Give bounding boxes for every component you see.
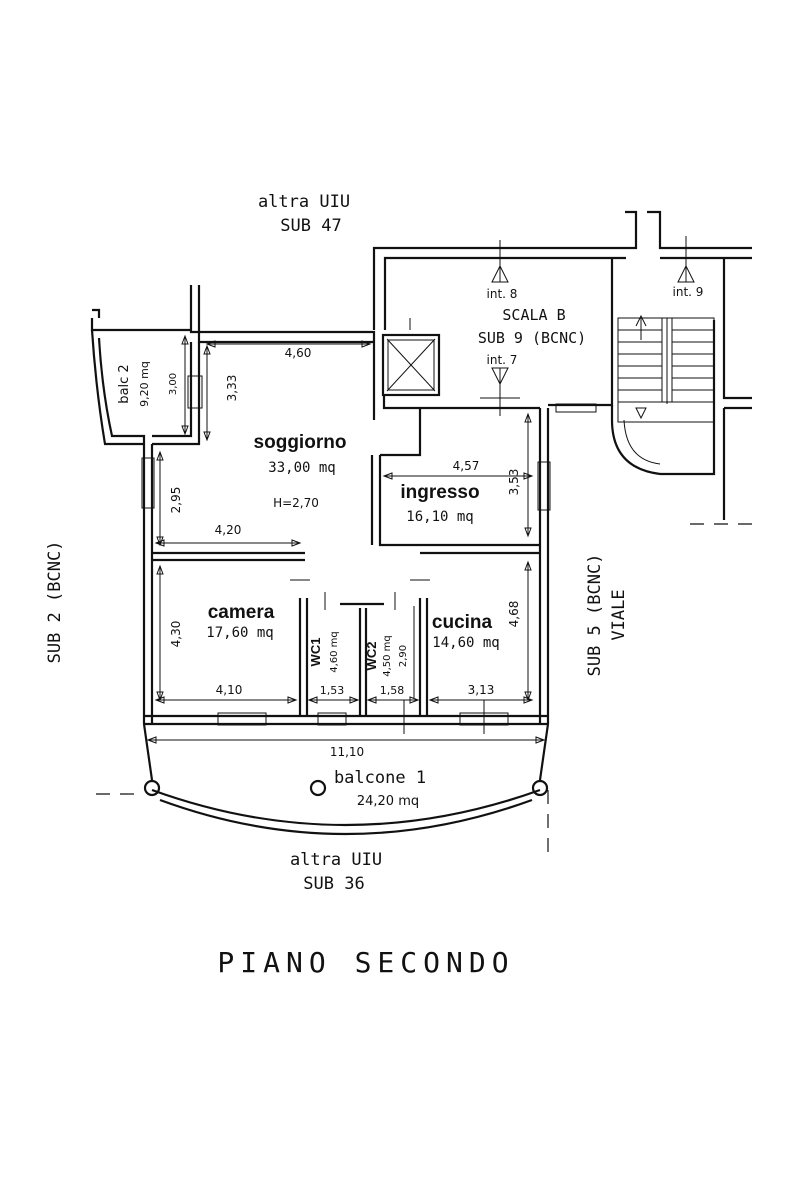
dim-wc2-depth: 2,90 <box>398 645 409 667</box>
neighbor-top-line1: altra UIU <box>258 192 350 212</box>
room-wc1-name: WC1 <box>308 638 323 667</box>
dim-ingresso-depth: 3,53 <box>507 469 521 496</box>
room-balcone1-name: balcone 1 <box>334 768 426 788</box>
dim-camera-depth: 4,30 <box>169 621 183 648</box>
stair-int7: int. 7 <box>487 353 518 367</box>
plan-title: PIANO SECONDO <box>217 946 514 979</box>
dim-cucina-width: 3,13 <box>468 683 495 697</box>
room-ingresso-area: 16,10 mq <box>406 509 473 525</box>
stair-door-markers <box>409 236 695 416</box>
stair-sub: SUB 9 (BCNC) <box>478 329 586 347</box>
neighbor-bottom-line2: SUB 36 <box>303 874 364 894</box>
dim-soggiorno-depth: 3,33 <box>225 375 239 402</box>
dim-corridor-width: 4,20 <box>215 523 242 537</box>
room-wc1-area: 4,60 mq <box>329 631 340 673</box>
room-balc2-area: 9,20 mq <box>138 361 151 407</box>
dim-wc2-width: 1,58 <box>380 684 405 697</box>
dim-wc1-width: 1,53 <box>320 684 345 697</box>
room-camera-area: 17,60 mq <box>206 625 273 641</box>
dim-balc2-depth: 3,00 <box>168 373 179 395</box>
room-soggiorno-name: soggiorno <box>254 432 347 453</box>
staircase <box>610 314 715 476</box>
neighbor-top-line2: SUB 47 <box>280 216 341 236</box>
dim-soggiorno-width: 4,60 <box>285 346 312 360</box>
dim-ingresso-width: 4,57 <box>453 459 480 473</box>
room-ingresso-name: ingresso <box>400 482 479 503</box>
walls <box>90 210 752 836</box>
neighbor-bottom-line1: altra UIU <box>290 850 382 870</box>
dashed-boundaries <box>96 523 752 860</box>
dim-cucina-depth: 4,68 <box>507 601 521 628</box>
room-cucina-name: cucina <box>432 612 493 633</box>
neighbor-right-line2: VIALE <box>609 589 629 640</box>
room-wc2-name: WC2 <box>364 642 379 671</box>
room-camera-name: camera <box>208 602 275 623</box>
room-balc2-name: balc 2 <box>117 364 132 403</box>
dim-left-depth: 2,95 <box>169 487 183 514</box>
room-cucina-area: 14,60 mq <box>432 635 499 651</box>
room-soggiorno-area: 33,00 mq <box>268 460 335 476</box>
neighbor-right-line1: SUB 5 (BCNC) <box>585 554 605 677</box>
stair-name: SCALA B <box>502 306 565 324</box>
stair-int9: int. 9 <box>673 285 704 299</box>
room-soggiorno-height: H=2,70 <box>273 496 319 510</box>
room-balcone1-area: 24,20 mq <box>357 794 419 809</box>
room-wc2-area: 4,50 mq <box>382 635 393 677</box>
neighbor-left: SUB 2 (BCNC) <box>45 541 65 664</box>
dim-camera-width: 4,10 <box>216 683 243 697</box>
stair-int8: int. 8 <box>487 287 518 301</box>
dim-balcone-width: 11,10 <box>330 745 364 759</box>
dimension-lines <box>146 334 546 744</box>
